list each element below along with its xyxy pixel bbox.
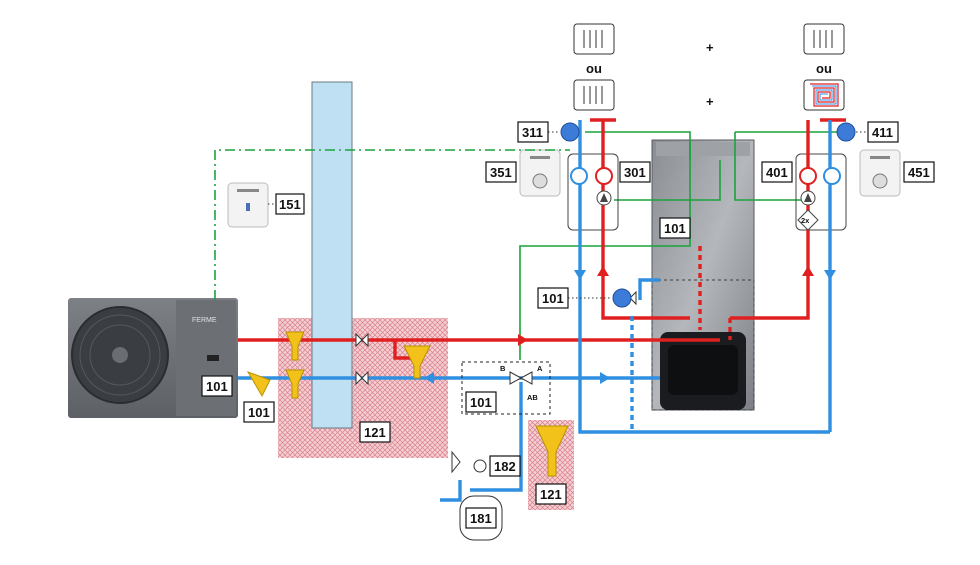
signal-line-left-circuit	[614, 160, 721, 201]
heat-pump-brand: FERME	[192, 317, 217, 324]
signal-line-boiler-top	[585, 131, 691, 160]
label-101-mixing-valve: 101	[465, 391, 497, 413]
svg-text:101: 101	[664, 221, 686, 236]
label-121-separator: 121	[535, 483, 567, 505]
label-301: 301	[619, 161, 651, 183]
ou-label-right: ou	[816, 61, 832, 76]
radiator-mid-left	[573, 79, 615, 111]
label-351: 351	[485, 161, 517, 183]
boiler-unit	[651, 139, 755, 411]
heat-pump-unit: FERME	[68, 298, 238, 418]
room-controller-151	[227, 182, 269, 228]
svg-text:101: 101	[542, 291, 564, 306]
svg-text:101: 101	[470, 395, 492, 410]
svg-text:121: 121	[364, 425, 386, 440]
mixing-valve-b: B	[500, 364, 506, 373]
svg-text:121: 121	[540, 487, 562, 502]
label-311: 311	[517, 121, 549, 143]
label-101-heatpump-a: 101	[201, 375, 233, 397]
label-101-heatpump-b: 101	[243, 401, 275, 423]
mixing-valve-a: A	[537, 364, 543, 373]
hot-pipes	[238, 118, 846, 360]
svg-text:101: 101	[248, 405, 270, 420]
signal-line-outdoor	[214, 149, 570, 300]
plus-sign-top: +	[706, 40, 714, 55]
thermostat-351	[519, 149, 561, 197]
mixing-valve-frame	[461, 361, 551, 415]
svg-text:451: 451	[908, 165, 930, 180]
svg-text:351: 351	[490, 165, 512, 180]
label-451: 451	[903, 161, 935, 183]
floor-heating-loop	[803, 79, 845, 111]
actuators	[560, 122, 856, 308]
label-101-boiler: 101	[659, 217, 691, 239]
label-121-main: 121	[359, 421, 391, 443]
svg-text:182: 182	[494, 459, 516, 474]
heating-circuit-left	[567, 153, 619, 231]
hydraulic-components	[246, 331, 569, 477]
svg-text:301: 301	[624, 165, 646, 180]
svg-text:311: 311	[522, 125, 543, 140]
circuit-right-components	[797, 167, 841, 231]
flow-arrows	[424, 266, 836, 384]
heating-circuit-right	[795, 153, 847, 231]
buffer-tank	[311, 81, 353, 429]
svg-text:101: 101	[206, 379, 228, 394]
svg-text:151: 151	[279, 197, 301, 212]
label-182: 182	[489, 455, 521, 477]
radiator-top-left	[573, 23, 615, 55]
label-151: 151	[275, 193, 305, 215]
thermostat-451	[859, 149, 901, 197]
radiator-top-right	[803, 23, 845, 55]
plus-sign-mid: +	[706, 94, 714, 109]
signal-line-right-circuit	[734, 131, 840, 201]
label-401: 401	[761, 161, 793, 183]
label-181: 181	[465, 507, 497, 529]
label-411: 411	[867, 121, 899, 143]
signal-line-mixing-valve	[519, 140, 691, 360]
circuit-left-components	[570, 167, 613, 206]
svg-text:411: 411	[872, 125, 893, 140]
mixing-valve-ab: AB	[527, 393, 538, 402]
mixer-2x-label: 2x	[801, 216, 810, 225]
svg-text:401: 401	[766, 165, 788, 180]
label-101-boiler-valve: 101	[537, 287, 569, 309]
ou-label-left: ou	[586, 61, 602, 76]
svg-text:181: 181	[470, 511, 492, 526]
